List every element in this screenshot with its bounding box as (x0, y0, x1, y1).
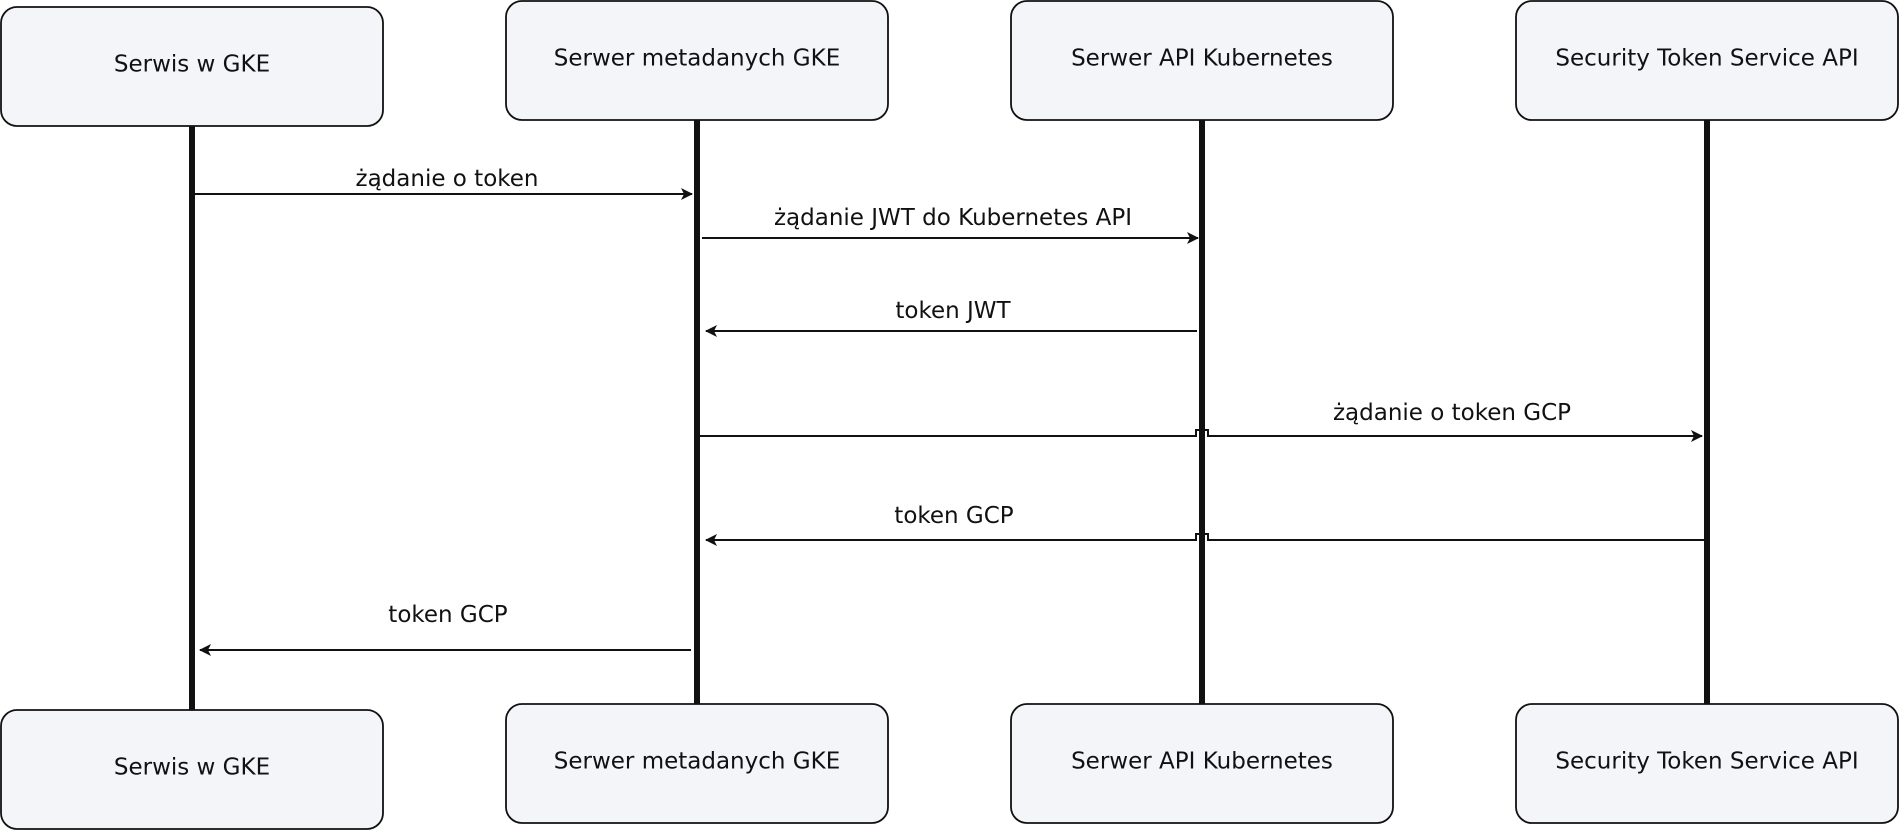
actor-label: Serwer metadanych GKE (554, 749, 840, 775)
actor-box-serwer-api-kubernetes-top: Serwer API Kubernetes (1010, 0, 1394, 121)
actor-label: Serwis w GKE (114, 755, 270, 781)
actor-box-serwis-gke-top: Serwis w GKE (0, 6, 384, 127)
message-gcp-token-return: token GCP (705, 503, 1705, 546)
actor-box-security-token-service-top: Security Token Service API (1515, 0, 1899, 121)
actors-bottom: Serwis w GKE Serwer metadanych GKE Serwe… (0, 703, 1899, 830)
messages: żądanie o token żądanie JWT do Kubernete… (194, 166, 1705, 656)
actor-label: Serwer API Kubernetes (1071, 749, 1333, 775)
actors-top: Serwis w GKE Serwer metadanych GKE Serwe… (0, 0, 1899, 127)
message-label: żądanie o token (356, 166, 539, 192)
message-label: żądanie JWT do Kubernetes API (774, 205, 1132, 231)
message-token-request: żądanie o token (194, 166, 693, 200)
message-jwt-request: żądanie JWT do Kubernetes API (702, 205, 1199, 244)
actor-label: Serwer API Kubernetes (1071, 46, 1333, 72)
message-gcp-token-to-service: token GCP (199, 602, 691, 656)
actor-label: Serwer metadanych GKE (554, 46, 840, 72)
message-label: token JWT (895, 298, 1011, 324)
lifelines (189, 120, 1710, 710)
actor-label: Security Token Service API (1555, 46, 1858, 72)
message-jwt-token: token JWT (705, 298, 1197, 337)
message-label: token GCP (894, 503, 1014, 529)
message-label: token GCP (388, 602, 508, 628)
message-arrow (700, 429, 1703, 442)
message-gcp-token-request: żądanie o token GCP (700, 400, 1703, 442)
message-label: żądanie o token GCP (1333, 400, 1571, 426)
actor-box-serwer-metadanych-top: Serwer metadanych GKE (505, 0, 889, 121)
actor-box-serwer-metadanych-bottom: Serwer metadanych GKE (505, 703, 889, 824)
actor-label: Security Token Service API (1555, 749, 1858, 775)
actor-box-security-token-service-bottom: Security Token Service API (1515, 703, 1899, 824)
message-arrow (705, 533, 1705, 546)
actor-box-serwer-api-kubernetes-bottom: Serwer API Kubernetes (1010, 703, 1394, 824)
actor-box-serwis-gke-bottom: Serwis w GKE (0, 709, 384, 830)
actor-label: Serwis w GKE (114, 52, 270, 78)
